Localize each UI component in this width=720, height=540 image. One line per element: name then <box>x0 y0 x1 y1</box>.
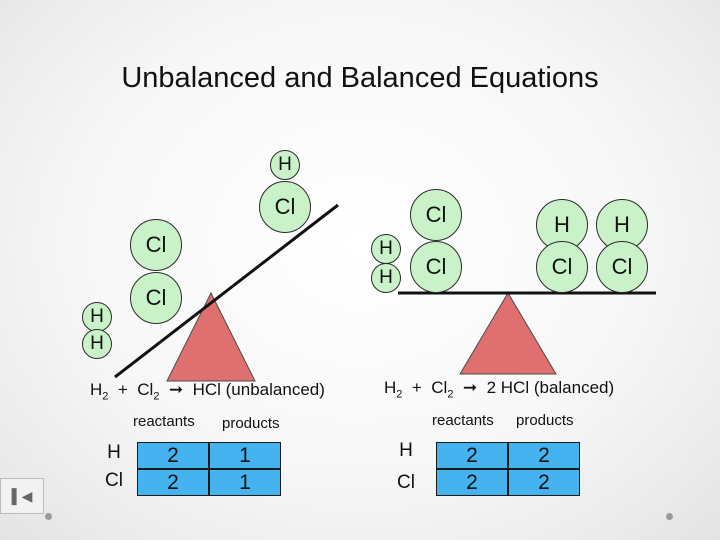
left-hydrogen-atom-top: H <box>270 150 300 180</box>
right-reactants-header: reactants <box>432 412 494 429</box>
right-products-header: products <box>516 412 574 429</box>
right-eq-plus: + <box>411 378 422 397</box>
left-eq-cl-subscript: 2 <box>153 390 160 403</box>
right-chlorine-atom-top: Cl <box>410 189 462 241</box>
left-row-label-h: H <box>107 442 121 463</box>
right-eq-h-subscript: 2 <box>396 388 403 401</box>
left-hydrogen-atom-low-1: H <box>82 302 112 332</box>
right-eq-product: 2 HCl (balanced) <box>486 378 615 397</box>
left-row-label-cl: Cl <box>105 470 123 491</box>
left-eq-cl: Cl <box>137 380 154 399</box>
left-reactants-header: reactants <box>133 413 195 430</box>
right-chlorine-atom-bottom: Cl <box>410 241 462 293</box>
left-chlorine-atom-top: Cl <box>259 181 311 233</box>
first-slide-button[interactable]: ▌◀ <box>0 478 44 514</box>
left-hydrogen-atom-low-2: H <box>82 329 112 359</box>
left-products-h-cell: 1 <box>209 442 281 469</box>
right-fulcrum <box>459 292 557 375</box>
left-eq-arrow-icon: ➞ <box>168 380 184 399</box>
decorative-dot-left <box>45 513 52 520</box>
left-eq-h: H <box>90 380 103 399</box>
left-products-cl-cell: 1 <box>209 469 281 496</box>
right-eq-cl-subscript: 2 <box>447 388 454 401</box>
right-eq-cl: Cl <box>431 378 448 397</box>
left-eq-h-subscript: 2 <box>102 390 109 403</box>
right-eq-h: H <box>384 378 397 397</box>
right-products-h-cell: 2 <box>508 442 580 469</box>
decorative-dot-right <box>666 513 673 520</box>
left-equation: H2 + Cl2 ➞ HCl (unbalanced) <box>90 380 325 402</box>
left-eq-product: HCl (unbalanced) <box>192 380 325 399</box>
right-equation: H2 + Cl2 ➞ 2 HCl (balanced) <box>384 378 614 400</box>
right-reactants-cl-cell: 2 <box>436 469 508 496</box>
right-chlorine-atom-b: Cl <box>596 241 648 293</box>
left-products-header: products <box>222 415 280 432</box>
right-reactants-h-cell: 2 <box>436 442 508 469</box>
right-products-cl-cell: 2 <box>508 469 580 496</box>
left-fulcrum <box>166 291 256 382</box>
left-reactants-cl-cell: 2 <box>137 469 209 496</box>
left-lever <box>114 203 339 379</box>
left-eq-plus: + <box>117 380 128 399</box>
left-reactants-h-cell: 2 <box>137 442 209 469</box>
skip-back-icon: ▌◀ <box>11 487 33 504</box>
right-eq-arrow-icon: ➞ <box>462 378 478 397</box>
right-row-label-h: H <box>399 440 413 461</box>
left-chlorine-atom-mid: Cl <box>130 219 182 271</box>
right-hydrogen-atom-1: H <box>371 234 401 264</box>
right-chlorine-atom-a: Cl <box>536 241 588 293</box>
slide-title: Unbalanced and Balanced Equations <box>121 62 599 94</box>
right-row-label-cl: Cl <box>397 472 415 493</box>
left-chlorine-atom-low: Cl <box>130 272 182 324</box>
right-hydrogen-atom-2: H <box>371 263 401 293</box>
